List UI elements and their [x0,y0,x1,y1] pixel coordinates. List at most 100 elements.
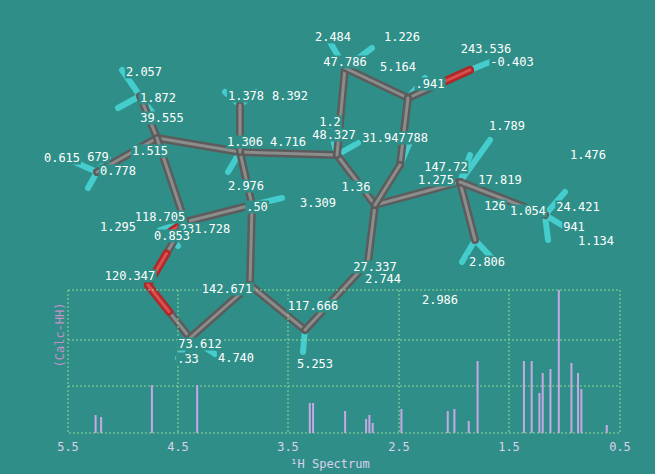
shift-value: 0.853 [153,230,191,243]
axis-title: (Calc-HH) [54,301,67,368]
bond-line [148,285,190,338]
shift-value: 47.786 [322,56,367,69]
bond-line [240,152,252,205]
spectrum-peak [570,363,572,433]
shift-value: 1.36 [341,181,372,194]
shift-value: 941 [562,221,586,234]
hydrogen-bonds [70,42,570,358]
shift-value: 5.164 [379,61,417,74]
spectrum-peak [368,415,370,433]
shift-value: 2.976 [227,180,265,193]
spectrum-peak [453,409,455,433]
shift-value: 0.778 [99,165,137,178]
bond-line [148,285,190,338]
spectrum-peak [447,411,449,433]
bond-line [185,205,252,222]
bond-line [240,152,337,155]
spectrum-peak [580,389,582,433]
shift-value: 8.392 [271,90,309,103]
shift-value: 2.057 [125,66,163,79]
shift-value: 1.789 [488,120,526,133]
bond-line [408,70,470,98]
shift-value: 24.421 [555,201,600,214]
spectrum-peak [606,425,608,433]
spectrum-peak [400,409,402,433]
bond-line [148,285,169,312]
spectrum-peak [531,361,533,433]
shift-value: 243.536 [460,43,513,56]
shift-value: 1.275 [417,174,455,187]
bond-line [375,165,400,205]
spectrum-frame [68,290,620,433]
axis-label: 1.5 [497,441,521,454]
spectrum-peak [344,411,346,433]
axis-label: 5.5 [56,441,80,454]
shift-value: 2.806 [468,256,506,269]
shift-value: 1.872 [139,92,177,105]
bond-line [240,152,337,155]
spectrum-peak [196,385,198,433]
shift-value: 17.819 [477,174,522,187]
spectrum-peak [309,403,311,433]
bond-line [337,68,345,155]
spectrum-peak [577,373,579,433]
spectrum-peak [549,369,551,433]
bond-line [337,155,375,205]
spectrum-peak [372,423,374,433]
spectrum-peak [468,421,470,433]
bond-line [337,68,345,155]
shift-value: 1.295 [99,221,137,234]
bond-line [148,285,169,312]
shift-value: 48.327 [311,129,356,142]
shift-value: 4.740 [217,352,255,365]
shift-value: 2.986 [421,294,459,307]
shift-value: 2.744 [364,273,402,286]
shift-value: 39.555 [139,112,184,125]
shift-value: .33 [176,353,200,366]
shift-value: 1.476 [569,149,607,162]
shift-value: 1.378 [227,90,265,103]
spectrum-peak [151,385,153,433]
bond-line [185,205,252,222]
bond-line [240,152,252,205]
bond-line [250,205,252,285]
axis-label: 4.5 [166,441,190,454]
spectrum-peak [365,419,367,433]
shift-value: 142.671 [201,283,254,296]
shift-value: 1.515 [131,145,169,158]
shift-value: 1.306 [226,136,264,149]
shift-value: 679 [86,151,110,164]
shift-value: 117.666 [287,300,340,313]
axis-label: 3.5 [276,441,300,454]
axis-label: 0.5 [608,441,632,454]
shift-value: 31.947 [361,132,406,145]
shift-value: 120.347 [104,270,157,283]
spectrum-peak [95,415,97,433]
spectrum-peak [100,417,102,433]
shift-value: .941 [415,78,446,91]
shift-value: 1.134 [577,235,615,248]
shift-value: 73.612 [177,338,222,351]
bond-line [375,165,400,205]
shift-value: -0.403 [489,56,534,69]
spectrum-peak [542,373,544,433]
spectrum-peak [538,393,540,433]
shift-value: 4.716 [269,136,307,149]
shift-value: 0.615 [43,152,81,165]
shift-value: 126 [483,200,507,213]
shift-value: .50 [245,201,269,214]
bond-line [368,205,375,262]
bond-line [368,205,375,262]
axis-label: 2.5 [387,441,411,454]
bond-line [250,205,252,285]
shift-value: 1.2 [318,116,342,129]
axis-label: ¹H Spectrum [289,458,370,471]
spectrum-peaks [96,290,607,433]
spectrum-peak [523,361,525,433]
spectrum-peak [558,290,560,433]
shift-value: 5.253 [296,358,334,371]
molecule-bonds [97,68,545,338]
spectrum-peak [312,403,314,433]
shift-value: 2.484 [314,31,352,44]
